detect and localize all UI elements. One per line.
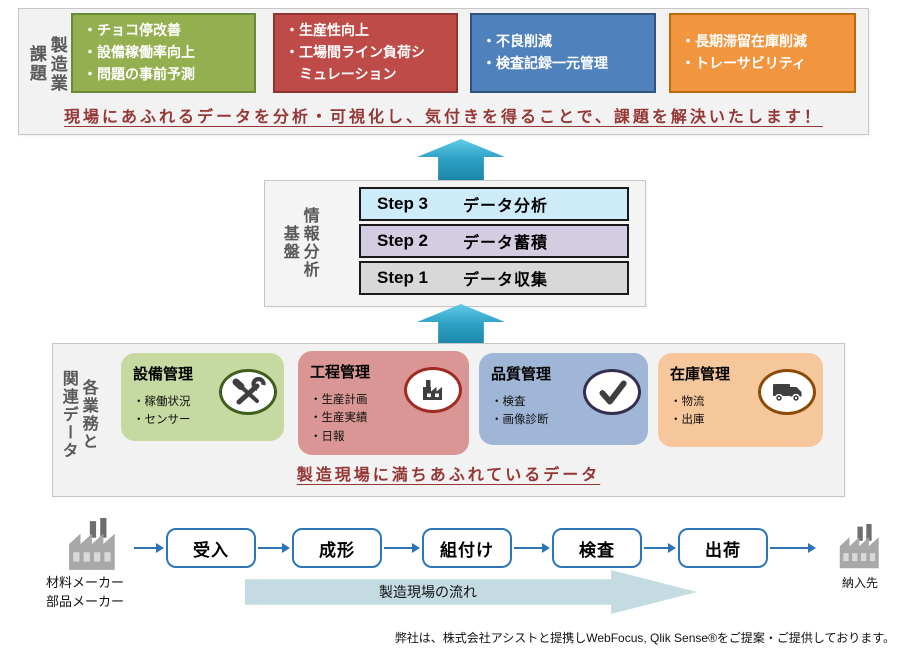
- list-item: 設備稼働率向上: [83, 42, 236, 64]
- list-item: 稼働状況: [133, 393, 272, 411]
- flow-arrow-icon: [514, 543, 550, 553]
- data-box-list: 稼働状況 センサー: [133, 393, 272, 430]
- operations-side-label: 関連データ 各業務と: [59, 356, 97, 474]
- step-label: データ蓄積: [463, 235, 549, 252]
- steps-table: Step 3 データ分析 Step 2 データ蓄積 Step 1 データ収集: [359, 187, 629, 298]
- data-box-title: 工程管理: [310, 364, 371, 381]
- list-item: 物流: [670, 393, 811, 411]
- operations-side-label-left: 関連データ: [59, 370, 77, 460]
- list-item: 生産計画: [310, 391, 457, 409]
- flow-step-receiving: 受入: [166, 528, 256, 568]
- challenge-list-process: 生産性向上 工場間ライン負荷シミュレーション: [285, 20, 438, 85]
- flow-step-assembly: 組付け: [422, 528, 512, 568]
- list-item: センサー: [133, 411, 272, 429]
- list-item: 生産実績: [310, 409, 457, 427]
- footer-note: 弊社は、株式会社アシストと提携しWebFocus, Qlik Sense®をご提…: [394, 631, 895, 645]
- flow-arrow-icon: [770, 543, 816, 553]
- supplier-factory-icon: [62, 518, 126, 577]
- list-item: 出庫: [670, 411, 811, 429]
- platform-side-label-right: 情報分析: [300, 207, 318, 279]
- flow-step-shipping: 出荷: [678, 528, 768, 568]
- platform-panel: 基盤 情報分析 Step 3 データ分析 Step 2 データ蓄積 Step 1…: [264, 180, 646, 307]
- flow-arrow-icon: [134, 543, 164, 553]
- list-item: 工場間ライン負荷シミュレーション: [285, 42, 438, 85]
- list-item: 問題の事前予測: [83, 64, 236, 86]
- flow-step-inspection: 検査: [552, 528, 642, 568]
- operations-side-label-right: 各業務と: [79, 379, 97, 451]
- data-box-quality: 品質管理 検査 画像診断: [479, 353, 648, 445]
- data-box-list: 物流 出庫: [670, 393, 811, 430]
- data-box-list: 検査 画像診断: [491, 393, 636, 430]
- challenge-list-inventory: 長期滞留在庫削減 トレーサビリティ: [681, 31, 836, 74]
- step-row-3: Step 3 データ分析: [359, 187, 629, 221]
- list-item: 生産性向上: [285, 20, 438, 42]
- data-box-process: 工程管理 生産計画 生産実績 日報: [298, 351, 469, 455]
- customer-label: 納入先: [842, 576, 879, 590]
- customer-factory-icon: [833, 524, 889, 575]
- challenge-box-quality: 不良削減 検査記録一元管理: [470, 13, 656, 93]
- data-box-inventory: 在庫管理 物流 出庫: [658, 353, 823, 447]
- check-icon: [583, 369, 641, 415]
- data-box-title: 設備管理: [133, 366, 194, 383]
- supplier-label-line1: 材料メーカー: [46, 575, 125, 590]
- factory-icon: [404, 367, 462, 413]
- data-box-list: 生産計画 生産実績 日報: [310, 391, 457, 446]
- challenges-panel: 課題 製造業 チョコ停改善 設備稼働率向上 問題の事前予測 生産性向上 工場間ラ…: [18, 8, 869, 135]
- challenges-side-label-left: 課題: [26, 45, 46, 83]
- flow-band-arrow: 製造現場の流れ: [245, 570, 697, 614]
- up-arrow-icon: [417, 304, 505, 345]
- data-box-title: 在庫管理: [670, 366, 731, 383]
- list-item: チョコ停改善: [83, 20, 236, 42]
- tools-icon: [219, 369, 277, 415]
- challenges-side-label-right: 製造業: [47, 35, 67, 93]
- challenge-box-equipment: チョコ停改善 設備稼働率向上 問題の事前予測: [71, 13, 256, 93]
- challenges-side-label: 課題 製造業: [26, 21, 67, 107]
- list-item: 不良削減: [482, 31, 636, 53]
- list-item: 長期滞留在庫削減: [681, 31, 836, 53]
- step-label: データ分析: [463, 198, 549, 215]
- up-arrow-icon: [417, 139, 505, 180]
- data-message: 製造現場に満ちあふれているデータ: [296, 467, 601, 484]
- challenge-list-quality: 不良削減 検査記録一元管理: [482, 31, 636, 74]
- flow-arrow-icon: [384, 543, 420, 553]
- step-label: データ収集: [463, 272, 549, 289]
- supplier-label-line2: 部品メーカー: [46, 593, 125, 609]
- challenge-list-equipment: チョコ停改善 設備稼働率向上 問題の事前予測: [83, 20, 236, 85]
- flow-step-forming: 成形: [292, 528, 382, 568]
- platform-side-label: 基盤 情報分析: [280, 192, 318, 294]
- challenge-box-inventory: 長期滞留在庫削減 トレーサビリティ: [669, 13, 856, 93]
- step-row-1: Step 1 データ収集: [359, 261, 629, 295]
- solution-message: 現場にあふれるデータを分析・可視化し、気付きを得ることで、課題を解決いたします！: [64, 109, 823, 126]
- list-item: 検査: [491, 393, 636, 411]
- list-item: 日報: [310, 428, 457, 446]
- operations-data-panel: 関連データ 各業務と 設備管理 稼働状況 センサー 工程管理: [52, 343, 845, 497]
- data-box-title: 品質管理: [491, 366, 552, 383]
- list-item: トレーサビリティ: [681, 53, 836, 75]
- step-row-2: Step 2 データ蓄積: [359, 224, 629, 258]
- step-number: Step 2: [377, 231, 429, 250]
- data-box-equipment: 設備管理 稼働状況 センサー: [121, 353, 284, 441]
- list-item: 検査記録一元管理: [482, 53, 636, 75]
- step-number: Step 1: [377, 268, 429, 287]
- step-number: Step 3: [377, 194, 429, 213]
- supplier-label: 材料メーカー 部品メーカー: [46, 574, 124, 612]
- platform-side-label-left: 基盤: [280, 225, 298, 261]
- truck-icon: [758, 369, 816, 415]
- challenge-box-process: 生産性向上 工場間ライン負荷シミュレーション: [273, 13, 458, 93]
- list-item: 画像診断: [491, 411, 636, 429]
- flow-arrow-icon: [644, 543, 676, 553]
- flow-band-label: 製造現場の流れ: [379, 584, 478, 600]
- flow-arrow-icon: [258, 543, 290, 553]
